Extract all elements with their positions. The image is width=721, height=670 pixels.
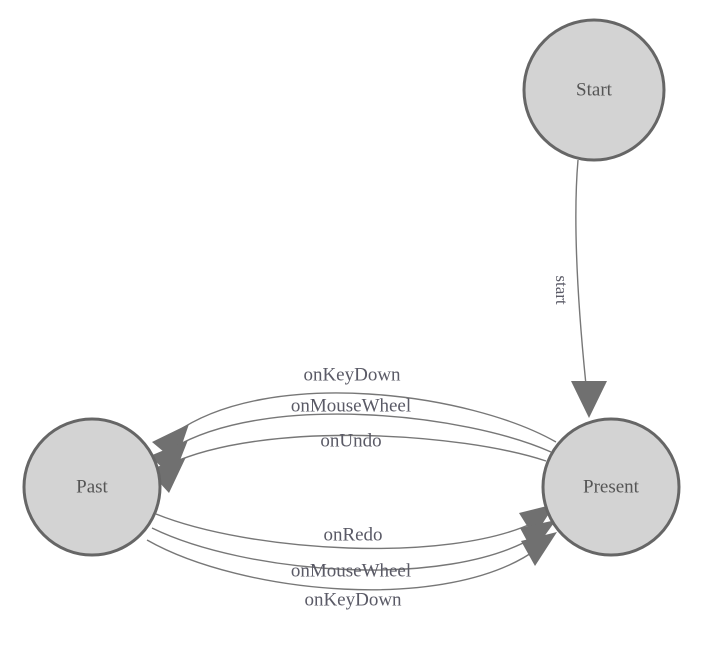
- edge-layer: [146, 159, 607, 591]
- node-start-circle: [522, 18, 666, 162]
- node-past[interactable]: Past: [22, 417, 162, 557]
- edge-wheel-up-path: [172, 413, 552, 453]
- edge-keydown-up-path: [174, 392, 557, 443]
- arrow-head-start: [571, 381, 607, 418]
- edge-start[interactable]: [571, 159, 607, 418]
- edge-label-keydown-down: onKeyDown: [304, 589, 402, 610]
- edge-label-undo: onUndo: [320, 430, 381, 451]
- node-layer: Start Past Present: [22, 18, 681, 557]
- edge-undo[interactable]: [148, 434, 547, 493]
- edge-label-wheel-up: onMouseWheel: [291, 395, 411, 416]
- node-start[interactable]: Start: [522, 18, 666, 162]
- edge-keydown-up[interactable]: [152, 392, 557, 462]
- arrow-head-keydown-down: [521, 532, 557, 566]
- edge-undo-path: [169, 434, 547, 465]
- edge-start-path: [575, 159, 589, 405]
- node-past-circle: [22, 417, 162, 557]
- edge-label-keydown-up: onKeyDown: [303, 364, 401, 385]
- edge-label-redo: onRedo: [323, 524, 382, 545]
- edge-label-start: start: [552, 275, 571, 305]
- arrow-head-redo: [519, 504, 555, 537]
- edge-label-layer: start onKeyDown onMouseWheel onUndo onRe…: [291, 275, 571, 610]
- edge-label-wheel-down: onMouseWheel: [291, 560, 411, 581]
- edge-redo-path: [155, 513, 536, 550]
- arrow-head-keydown-up: [152, 424, 189, 462]
- node-present[interactable]: Present: [541, 417, 681, 557]
- edge-keydown-down[interactable]: [146, 532, 557, 591]
- node-present-circle: [541, 417, 681, 557]
- edge-redo[interactable]: [155, 504, 555, 550]
- arrow-head-wheel-up: [150, 440, 188, 478]
- edge-wheel-down-path: [151, 527, 537, 571]
- edge-wheel-up[interactable]: [150, 413, 552, 478]
- edge-keydown-down-path: [146, 539, 538, 591]
- arrow-head-undo: [148, 457, 186, 493]
